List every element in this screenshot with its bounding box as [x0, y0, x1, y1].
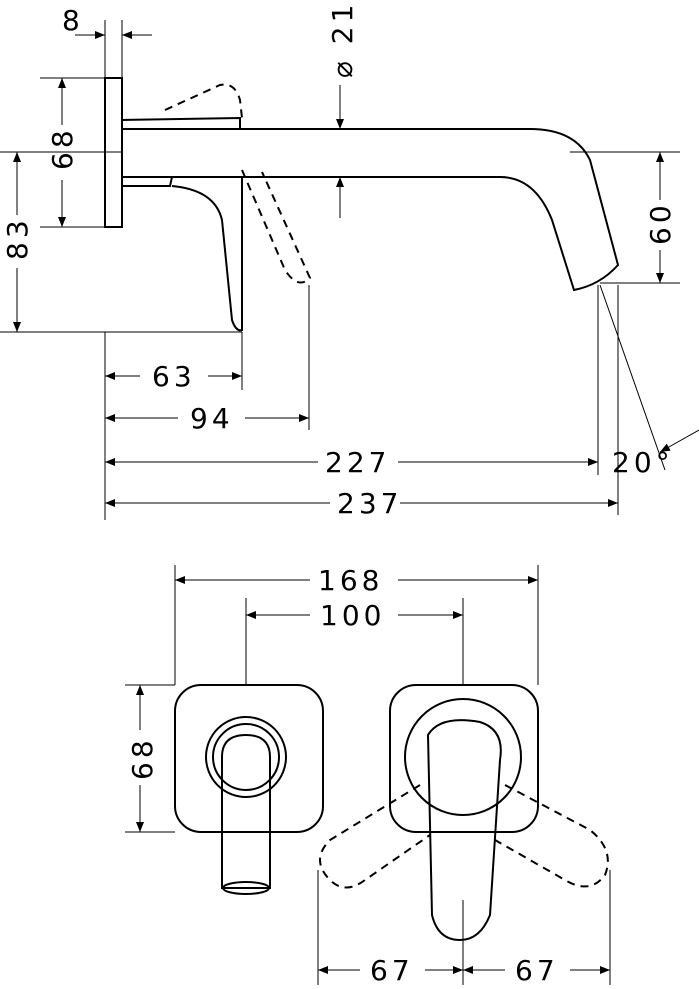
- dim-lever-height: 83: [1, 216, 34, 260]
- dim-spout-reach: 227: [325, 446, 390, 479]
- dim-angle: 20°: [612, 446, 674, 479]
- lever-right-dashed: [494, 784, 609, 888]
- spout-front: [221, 733, 271, 889]
- lever-up-dashed: [164, 83, 243, 119]
- dim-swing-left: 67: [370, 954, 414, 987]
- spout-plate: [174, 684, 324, 833]
- spout-collar: [121, 116, 241, 187]
- dim-lever-swing: 94: [190, 402, 234, 435]
- dim-plate-thickness: 8: [62, 4, 84, 37]
- dim-spout-drop: 60: [644, 201, 677, 245]
- dim-spout-diameter: ⌀ 21: [326, 1, 359, 78]
- dim-plate-height: 68: [46, 126, 79, 170]
- dim-swing-right: 67: [515, 954, 559, 987]
- dim-overall-width: 168: [318, 564, 383, 597]
- lever-down-dashed: [241, 169, 312, 284]
- spout: [122, 128, 620, 292]
- dim-center-distance: 100: [320, 599, 385, 632]
- side-view: 8 68 83 ⌀ 21 60 63 94 227 237 20°: [0, 1, 699, 520]
- dim-overall-reach: 237: [337, 487, 402, 520]
- lever-plate: [389, 684, 539, 833]
- dim-front-plate-height: 68: [126, 736, 159, 780]
- lever-left-dashed: [319, 784, 431, 889]
- front-view: 168 100 68 67 67: [125, 564, 611, 987]
- lever-front: [426, 719, 502, 942]
- lever-handle: [171, 177, 243, 332]
- dim-lever-depth: 63: [152, 360, 196, 393]
